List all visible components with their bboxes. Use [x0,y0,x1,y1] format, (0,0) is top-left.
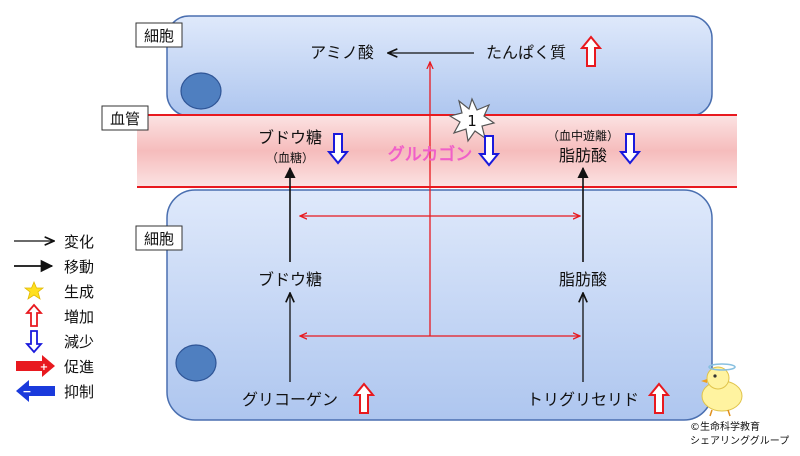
vessel-label: 血管 [110,110,140,128]
legend-label-promote: 促進 [64,358,94,376]
star-burst-icon [448,97,496,143]
up-arrow-icon [25,303,43,327]
legend: 変化 移動 生成 増加 減少 + 促進 − 抑制 [14,233,94,402]
glucagon-label: グルカゴン [388,144,473,165]
glycogen-increase-icon [352,382,376,414]
glucagon-decrease-icon [477,135,501,167]
cell-top-label: 細胞 [144,27,174,45]
fatty-acid-decrease-icon [618,133,642,165]
legend-label-decrease: 減少 [64,333,94,351]
blood-glucose-sub: （血糖） [266,150,314,165]
glycogen-label: グリコーゲン [242,390,338,409]
protein-increase-icon [579,35,603,67]
cell-bottom-label: 細胞 [144,230,174,248]
cell-top-label-box [135,22,183,48]
star-icon [23,280,45,300]
badge-number: 1 [467,112,477,130]
top-nucleus [180,72,222,110]
credit-line-1: ©生命科学教育 [690,420,760,433]
promote-arrow-icon: + [16,355,55,377]
blood-fatty-acid-label: 脂肪酸 [559,146,607,165]
ffa-sub-label: （血中遊離） [547,128,619,143]
blood-glucose-label: ブドウ糖 [258,128,322,147]
credit-line-2: シェアリンググループ [690,434,789,447]
legend-label-generate: 生成 [64,283,94,301]
triglyceride-increase-icon [647,382,671,414]
blood-glucose-decrease-icon [326,133,350,165]
cell-fatty-acid-label: 脂肪酸 [559,270,607,289]
bottom-nucleus [175,344,217,382]
protein-label: たんぱく質 [486,43,566,62]
top-cell [166,15,713,117]
chick-mascot [701,363,743,417]
amino-acid-label: アミノ酸 [310,43,374,62]
svg-text:+: + [40,362,48,373]
inhibit-arrow-icon: − [16,380,55,402]
glucagon-badge: 1 [448,97,496,143]
bottom-cell [166,189,713,421]
svg-text:−: − [22,385,31,398]
cell-glucose-label: ブドウ糖 [258,270,322,289]
legend-label-change: 変化 [64,233,94,251]
cell-bottom-label-box [135,225,183,251]
vessel-label-box [101,105,149,131]
legend-label-move: 移動 [64,258,94,276]
legend-label-increase: 増加 [64,308,94,326]
down-arrow-icon [25,330,43,354]
triglyceride-label: トリグリセリド [527,390,639,409]
legend-label-inhibit: 抑制 [64,383,94,401]
